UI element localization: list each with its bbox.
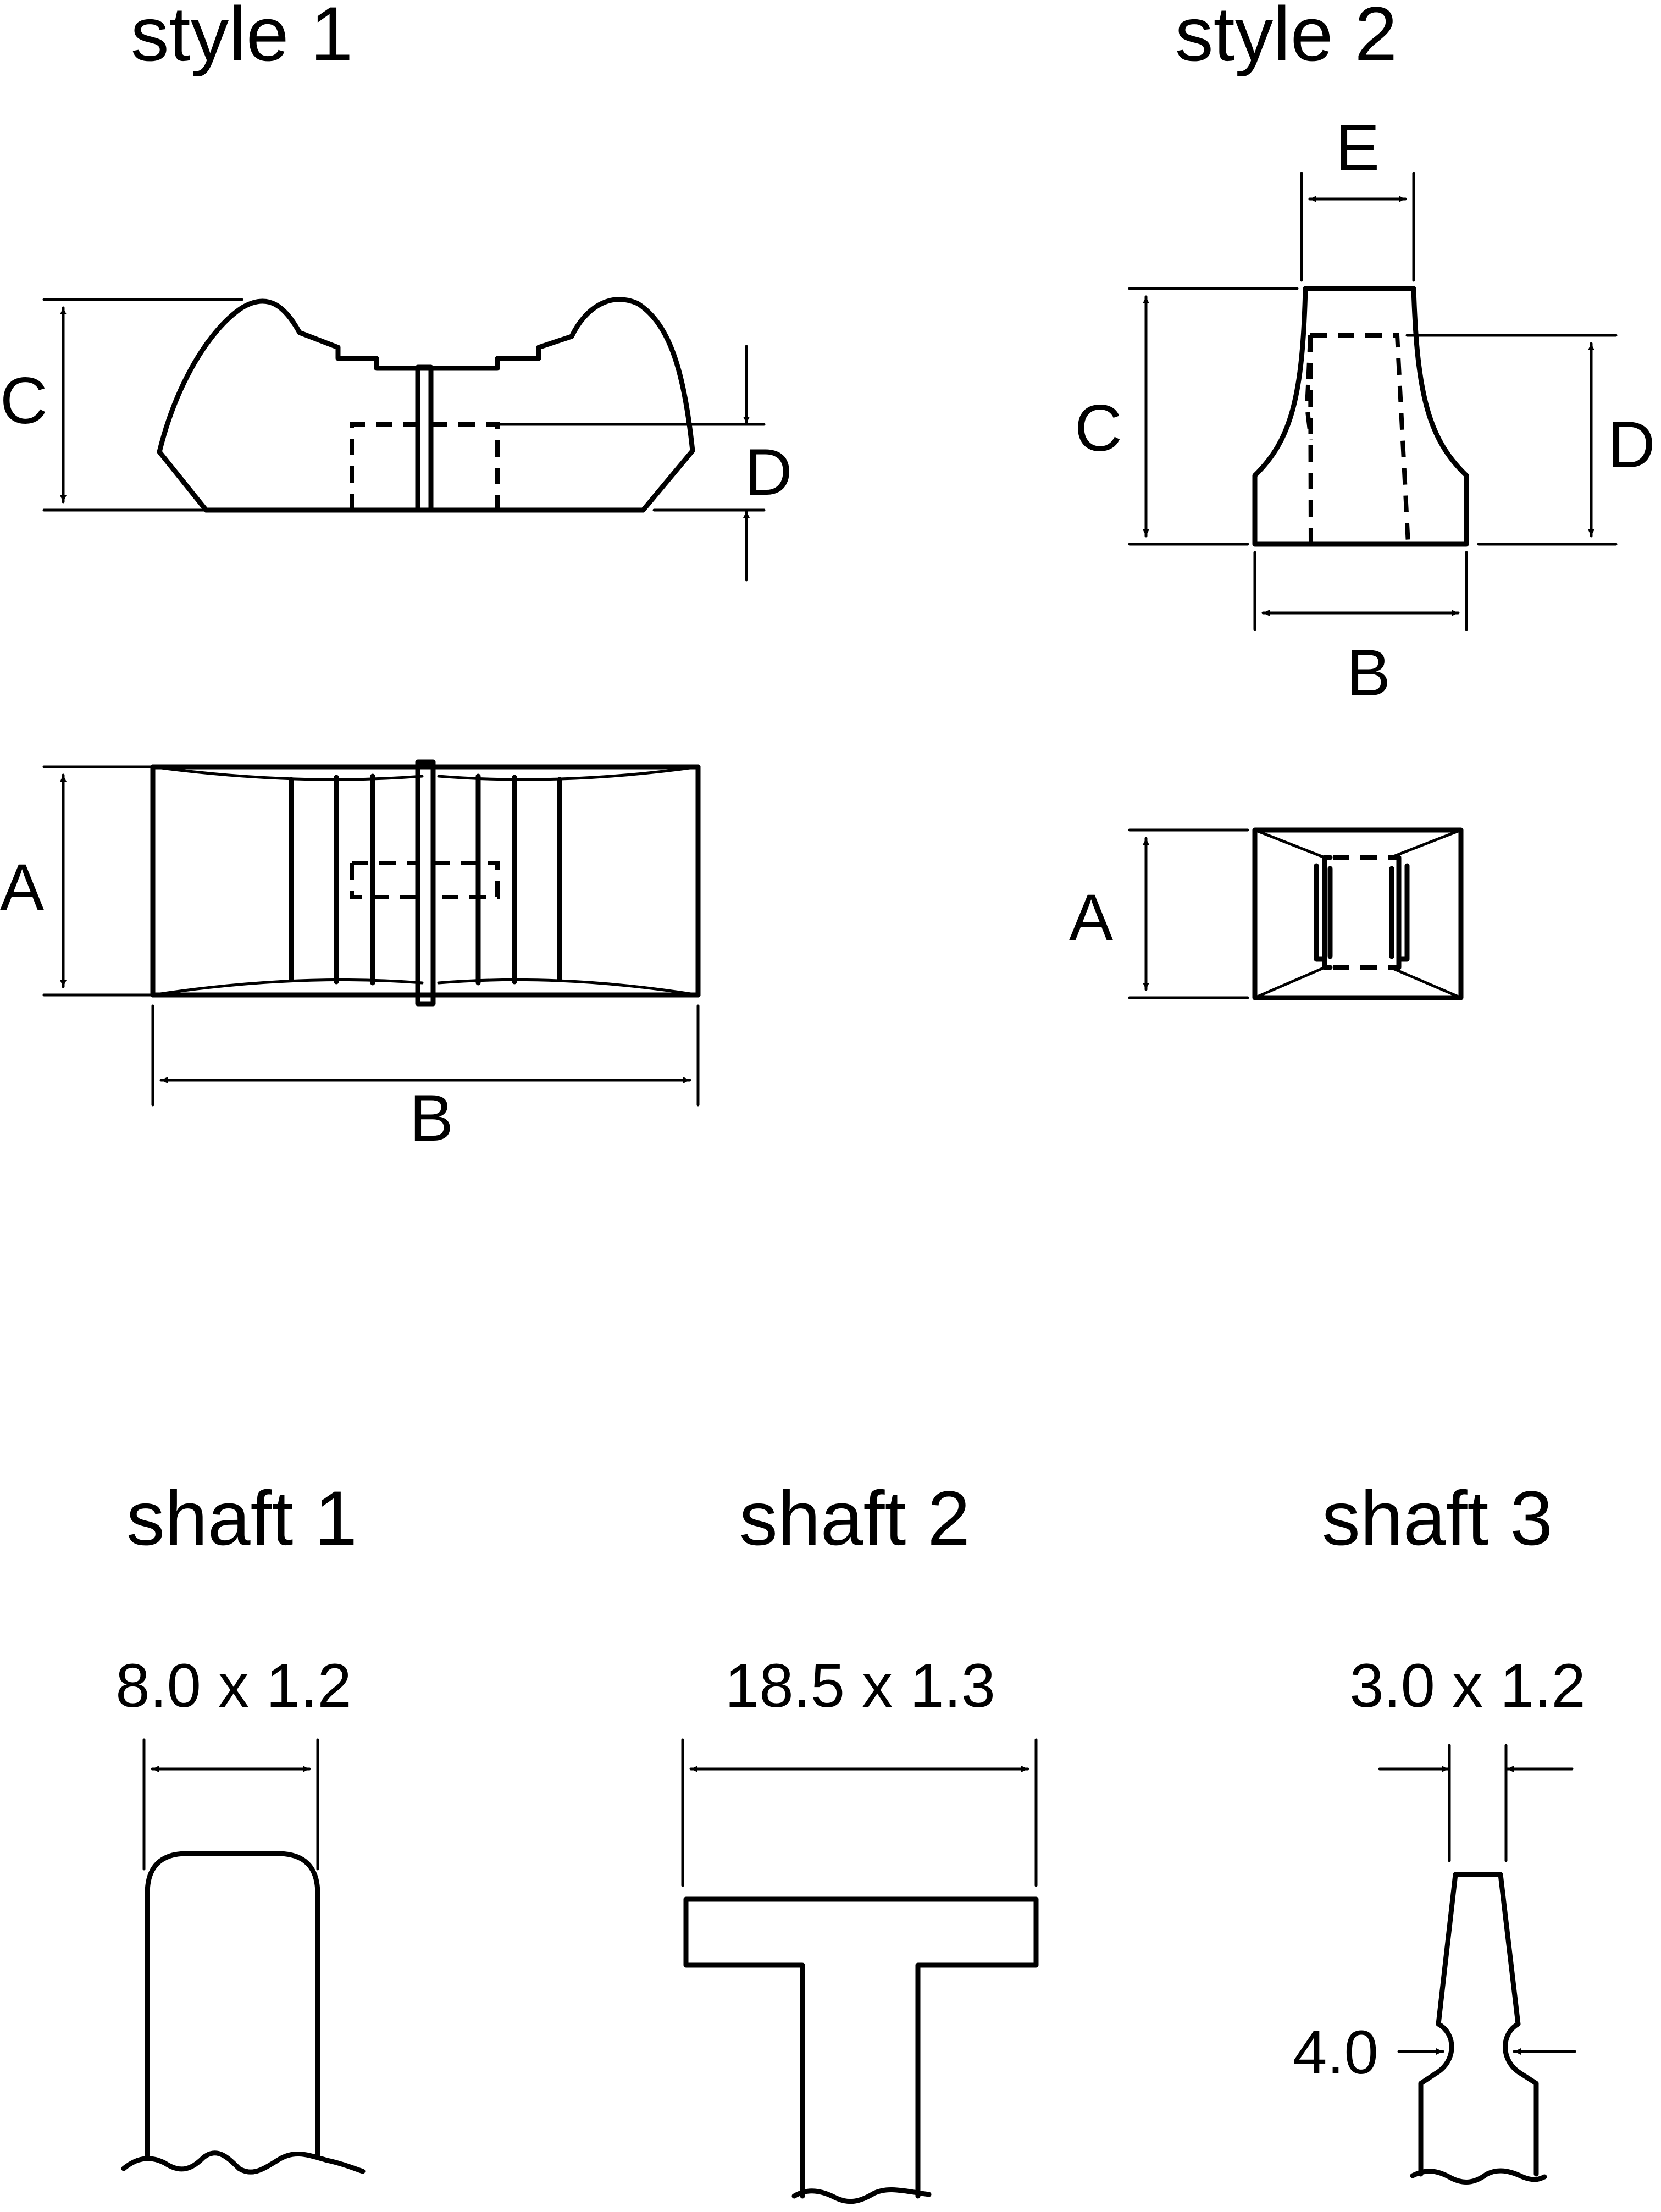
style1-title: style 1 — [131, 0, 353, 77]
style1-top-label-b: B — [409, 1081, 453, 1155]
shaft3-title: shaft 3 — [1322, 1475, 1553, 1561]
style2-side-label-d: D — [1608, 408, 1656, 482]
shaft3-dimension: 3.0 x 1.2 — [1349, 1651, 1586, 1720]
shaft1-dimension: 8.0 x 1.2 — [115, 1651, 352, 1720]
style1-side-label-d: D — [745, 435, 793, 509]
style2-title: style 2 — [1175, 0, 1398, 77]
style2-side-label-e: E — [1336, 111, 1380, 185]
style1-side-view: C D — [0, 297, 793, 582]
shaft3: shaft 3 3.0 x 1.2 4.0 — [1293, 1475, 1586, 2185]
style2-side-view: E C D B — [1075, 111, 1656, 710]
shaft2-dimension: 18.5 x 1.3 — [725, 1651, 995, 1720]
style2-side-label-b: B — [1347, 636, 1391, 710]
shaft1: shaft 1 8.0 x 1.2 — [115, 1475, 366, 2175]
style2-top-view: A — [1069, 827, 1464, 1000]
shaft1-title: shaft 1 — [126, 1475, 357, 1561]
style1-top-view: A B — [0, 759, 701, 1155]
style1-side-label-c: C — [0, 364, 48, 438]
style1-top-label-a: A — [0, 850, 44, 924]
style2-side-label-c: C — [1075, 391, 1122, 465]
shaft2: shaft 2 18.5 x 1.3 — [681, 1475, 1039, 2204]
shaft3-neck-dimension: 4.0 — [1293, 2018, 1378, 2087]
style2-top-label-a: A — [1069, 881, 1113, 954]
shaft2-title: shaft 2 — [739, 1475, 970, 1561]
